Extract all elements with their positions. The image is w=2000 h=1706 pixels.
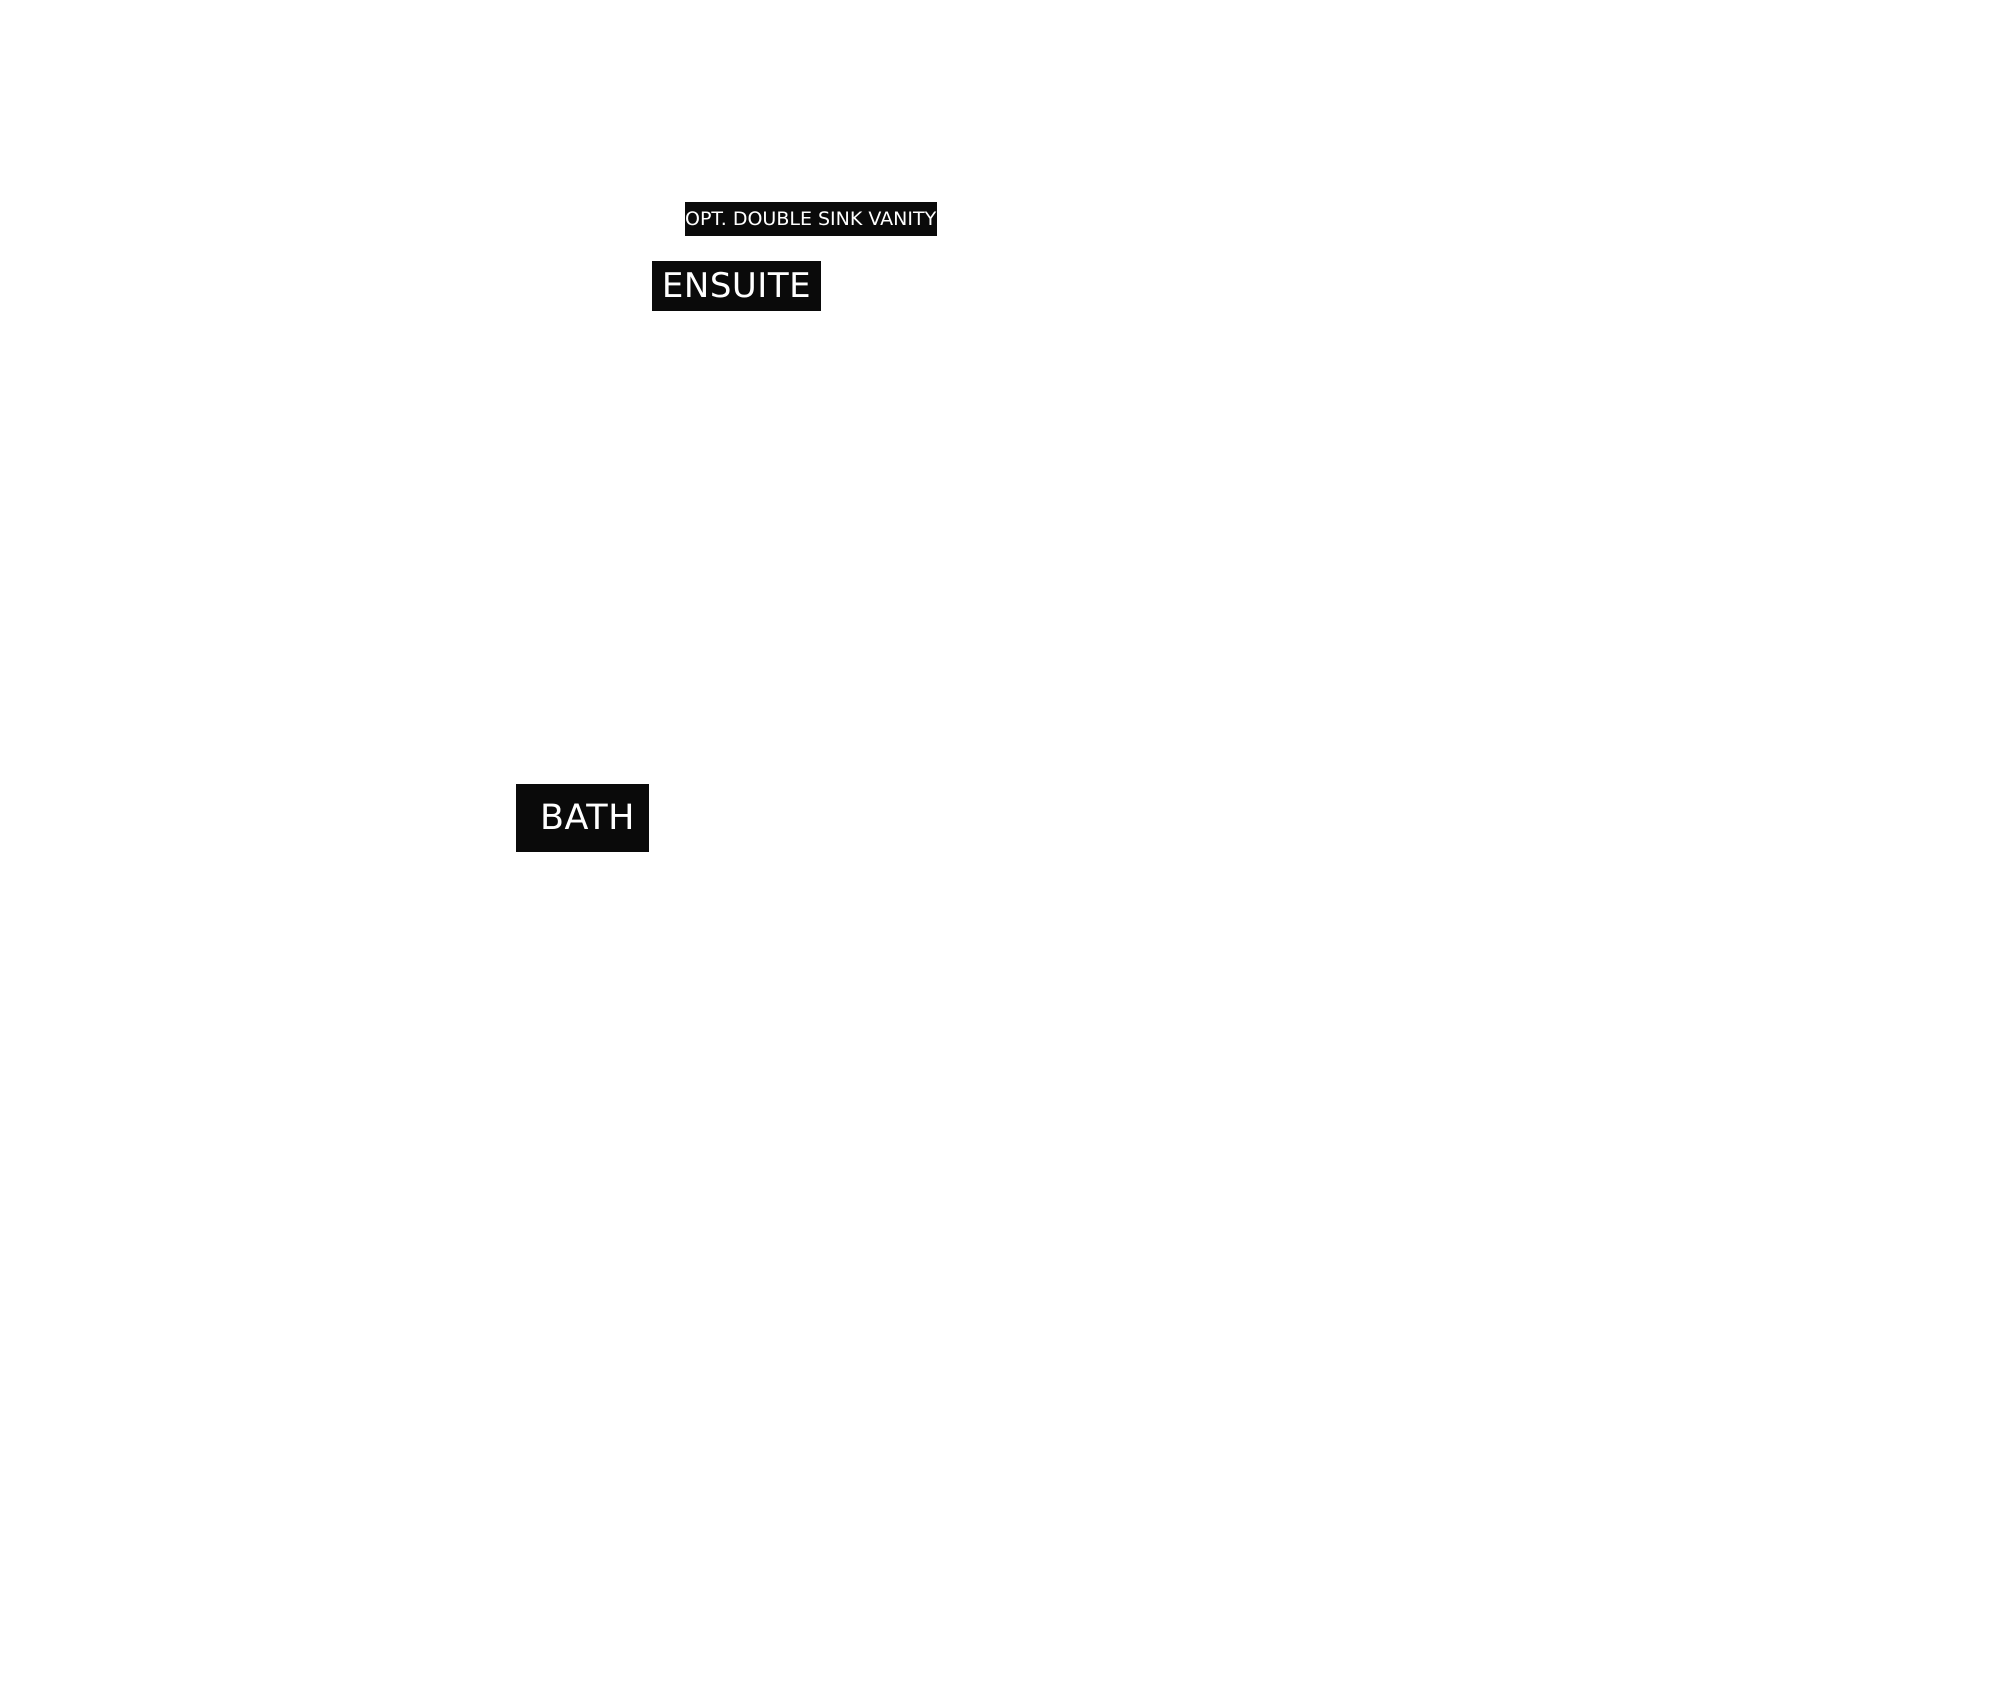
bath-label: BATH bbox=[516, 784, 649, 852]
ensuite-label: ENSUITE bbox=[652, 261, 821, 311]
vanity-label: OPT. DOUBLE SINK VANITY bbox=[685, 202, 937, 236]
